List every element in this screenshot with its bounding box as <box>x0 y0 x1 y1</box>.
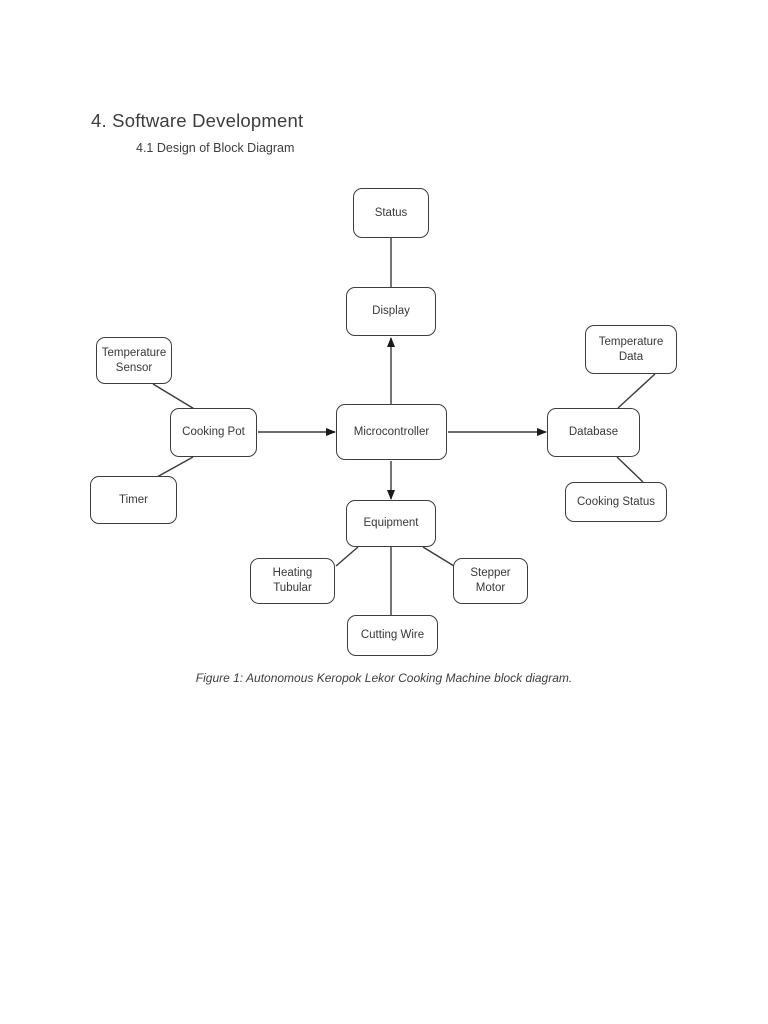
node-temperature-data: Temperature Data <box>585 325 677 374</box>
node-stepper-motor: Stepper Motor <box>453 558 528 604</box>
node-timer-label: Timer <box>119 493 148 506</box>
node-status-label: Status <box>374 206 408 219</box>
edge-cooking-pot-timer <box>156 456 194 478</box>
node-temperature-data-label: Temperature Data <box>598 335 664 363</box>
node-database: Database <box>547 408 640 457</box>
edge-temperature-data-database <box>617 373 656 409</box>
node-cooking-status: Cooking Status <box>565 482 667 522</box>
node-equipment-label: Equipment <box>363 517 419 530</box>
node-equipment: Equipment <box>346 500 436 547</box>
figure-caption: Figure 1: Autonomous Keropok Lekor Cooki… <box>195 671 573 685</box>
section-heading: 4. Software Development <box>91 110 304 131</box>
edge-temperature-sensor-cooking-pot <box>152 383 197 411</box>
edge-database-cooking-status <box>616 456 644 483</box>
node-cutting-wire: Cutting Wire <box>347 615 438 656</box>
node-cooking-pot: Cooking Pot <box>170 408 257 457</box>
node-stepper-motor-label: Stepper Motor <box>470 567 511 594</box>
node-heating-tubular: Heating Tubular <box>250 558 335 604</box>
node-temperature-sensor: Temperature Sensor <box>96 337 172 384</box>
node-database-label: Database <box>568 426 619 439</box>
subsection-heading: 4.1 Design of Block Diagram <box>136 141 295 155</box>
node-status: Status <box>353 188 429 238</box>
node-cooking-pot-label: Cooking Pot <box>182 426 245 439</box>
node-microcontroller: Microcontroller <box>336 404 447 460</box>
node-heating-tubular-label: Heating Tubular <box>272 567 313 594</box>
node-cooking-status-label: Cooking Status <box>577 495 655 508</box>
node-temperature-sensor-label: Temperature Sensor <box>101 346 167 374</box>
node-cutting-wire-label: Cutting Wire <box>360 629 425 642</box>
node-display-label: Display <box>372 305 410 318</box>
node-timer: Timer <box>90 476 177 524</box>
edge-equipment-heating-tubular <box>335 546 359 567</box>
node-display: Display <box>346 287 436 336</box>
node-microcontroller-label: Microcontroller <box>353 425 430 438</box>
edge-equipment-stepper-motor <box>422 546 455 567</box>
